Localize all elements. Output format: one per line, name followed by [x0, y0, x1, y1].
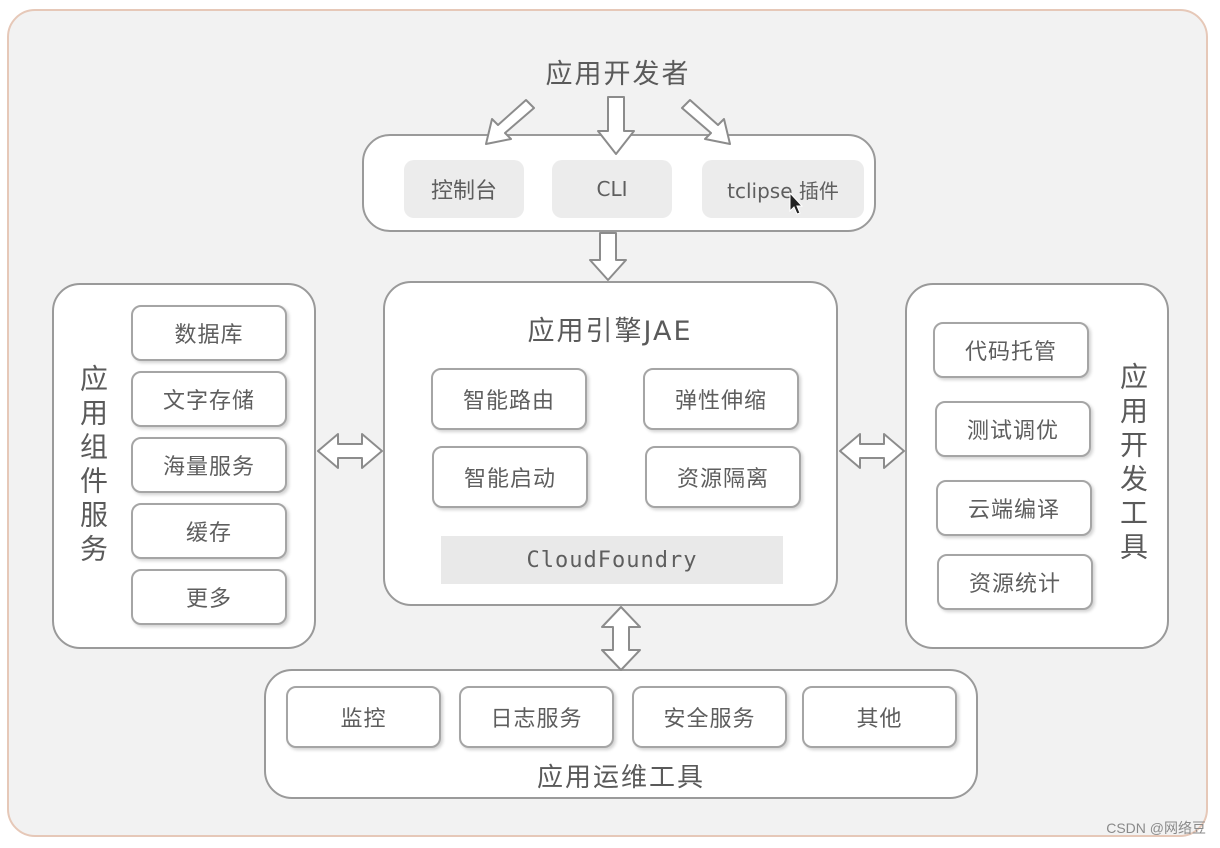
devtool-cloud-build: 云端编译 — [936, 480, 1092, 536]
arrow-developer-to-console — [485, 99, 535, 145]
devtools-title: 应用开发工具 — [1116, 362, 1149, 566]
ops-log-service: 日志服务 — [459, 686, 614, 748]
engine-title: 应用引擎JAE — [527, 316, 693, 347]
engine-item-isolation: 资源隔离 — [645, 446, 801, 508]
arrow-developer-to-cli — [597, 96, 635, 155]
engine-item-routing: 智能路由 — [431, 368, 587, 430]
components-title: 应用组件服务 — [76, 364, 109, 568]
arrow-engine-ops — [601, 606, 641, 671]
ops-other: 其他 — [802, 686, 957, 748]
engine-base-cloudfoundry: CloudFoundry — [441, 536, 783, 584]
entry-cli: CLI — [552, 160, 672, 218]
entry-plugin: tclipse 插件 — [702, 160, 864, 218]
component-text-storage: 文字存储 — [131, 371, 287, 427]
devtool-test-tuning: 测试调优 — [935, 401, 1091, 457]
component-more: 更多 — [131, 569, 287, 625]
ops-security-service: 安全服务 — [632, 686, 787, 748]
component-database: 数据库 — [131, 305, 287, 361]
component-mass-service: 海量服务 — [131, 437, 287, 493]
watermark: CSDN @网络豆 — [1106, 820, 1206, 836]
devtool-code-hosting: 代码托管 — [933, 322, 1089, 378]
devtool-resource-stats: 资源统计 — [937, 554, 1093, 610]
engine-item-scaling: 弹性伸缩 — [643, 368, 799, 430]
developer-title: 应用开发者 — [545, 59, 691, 90]
arrow-entry-to-engine — [589, 232, 627, 281]
arrow-developer-to-plugin — [681, 99, 731, 145]
arrow-components-engine — [317, 433, 383, 469]
ops-title: 应用运维工具 — [536, 763, 705, 793]
cursor-icon — [789, 191, 804, 215]
engine-item-startup: 智能启动 — [432, 446, 588, 508]
arrow-engine-devtools — [839, 433, 905, 469]
entry-console: 控制台 — [404, 160, 524, 218]
component-cache: 缓存 — [131, 503, 287, 559]
ops-monitor: 监控 — [286, 686, 441, 748]
